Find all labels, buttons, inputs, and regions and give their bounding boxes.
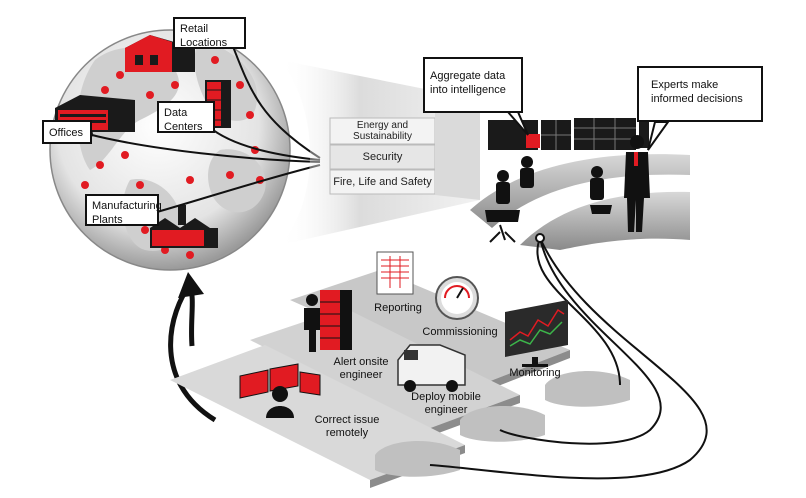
data-centers-callout: Data Centers (157, 101, 215, 133)
step-deploy-label: Deploy mobile engineer (411, 391, 481, 416)
expert-person-icon (624, 135, 650, 232)
step-monitoring-label: Monitoring (509, 367, 561, 379)
connection-lines (87, 43, 321, 215)
aggregate-data-callout: Aggregate data into intelligence (423, 57, 523, 113)
step-alert-label: Alert onsite engineer (333, 356, 389, 381)
band-fire-label: Fire, Life and Safety (333, 176, 432, 188)
remote-screens-icon (239, 363, 321, 418)
service-van-icon (397, 344, 466, 392)
factory-icon (150, 205, 218, 248)
server-rack-icon (320, 290, 352, 350)
operators (485, 156, 612, 243)
feedback-arrow (168, 272, 217, 423)
experts-callout: Experts make informed decisions (637, 66, 763, 122)
manufacturing-plants-callout: Manufacturing Plants (85, 194, 162, 226)
video-wall (488, 118, 649, 150)
action-platforms (170, 270, 630, 488)
monitor-chart-icon (505, 300, 568, 367)
network-cables (429, 237, 708, 480)
step-commissioning-label: Commissioning (422, 326, 498, 338)
step-correct-label: Correct issue remotely (314, 414, 380, 439)
engineer-person-icon (304, 294, 320, 352)
gauge-icon (435, 276, 479, 320)
band-security-label: Security (362, 151, 403, 163)
retail-locations-callout: Retail Locations (173, 17, 246, 49)
band-energy-label: Energy and Sustainability (353, 120, 412, 142)
offices-callout: Offices (42, 120, 92, 144)
report-document-icon (376, 251, 414, 295)
step-reporting-label: Reporting (374, 302, 422, 314)
